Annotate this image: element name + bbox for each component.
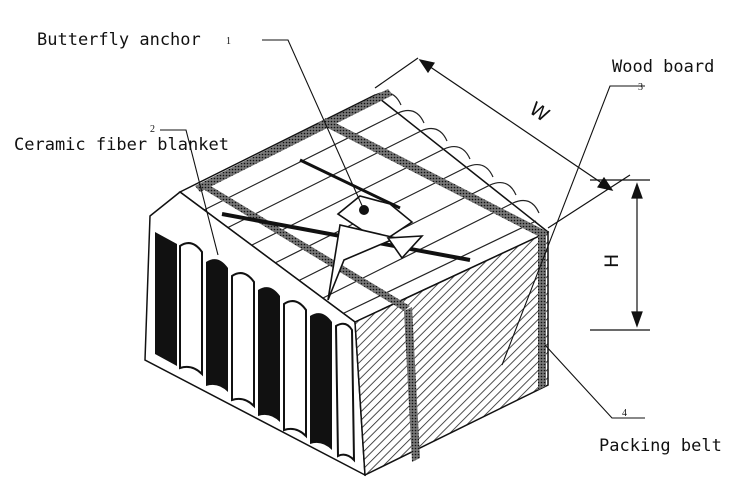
ceramic-fiber-blanket-label: Ceramic fiber blanket xyxy=(14,135,229,155)
width-dimension-label: W xyxy=(525,98,553,127)
wood-board-label: Wood board xyxy=(612,57,714,77)
module-body xyxy=(144,89,550,477)
packing-belts xyxy=(195,89,548,462)
butterfly-anchor-shape xyxy=(327,195,424,301)
belt-leader xyxy=(544,344,645,419)
butterfly-anchor-label: Butterfly anchor xyxy=(37,30,201,50)
anchor-leader xyxy=(262,39,365,211)
height-dimension xyxy=(590,179,650,331)
callout-number-4: 4 xyxy=(622,408,627,419)
packing-belt-label: Packing belt xyxy=(599,436,722,456)
blanket-fold-ends xyxy=(155,232,356,463)
board-leader xyxy=(501,85,645,366)
callout-number-2: 2 xyxy=(150,124,155,135)
wood-board-face xyxy=(354,230,549,477)
width-dimension xyxy=(374,57,631,229)
callout-number-3: 3 xyxy=(638,82,643,93)
callout-number-1: 1 xyxy=(226,36,231,47)
callout-leaders xyxy=(160,39,645,419)
height-dimension-label: H xyxy=(601,254,623,268)
blanket-leader xyxy=(160,129,219,256)
